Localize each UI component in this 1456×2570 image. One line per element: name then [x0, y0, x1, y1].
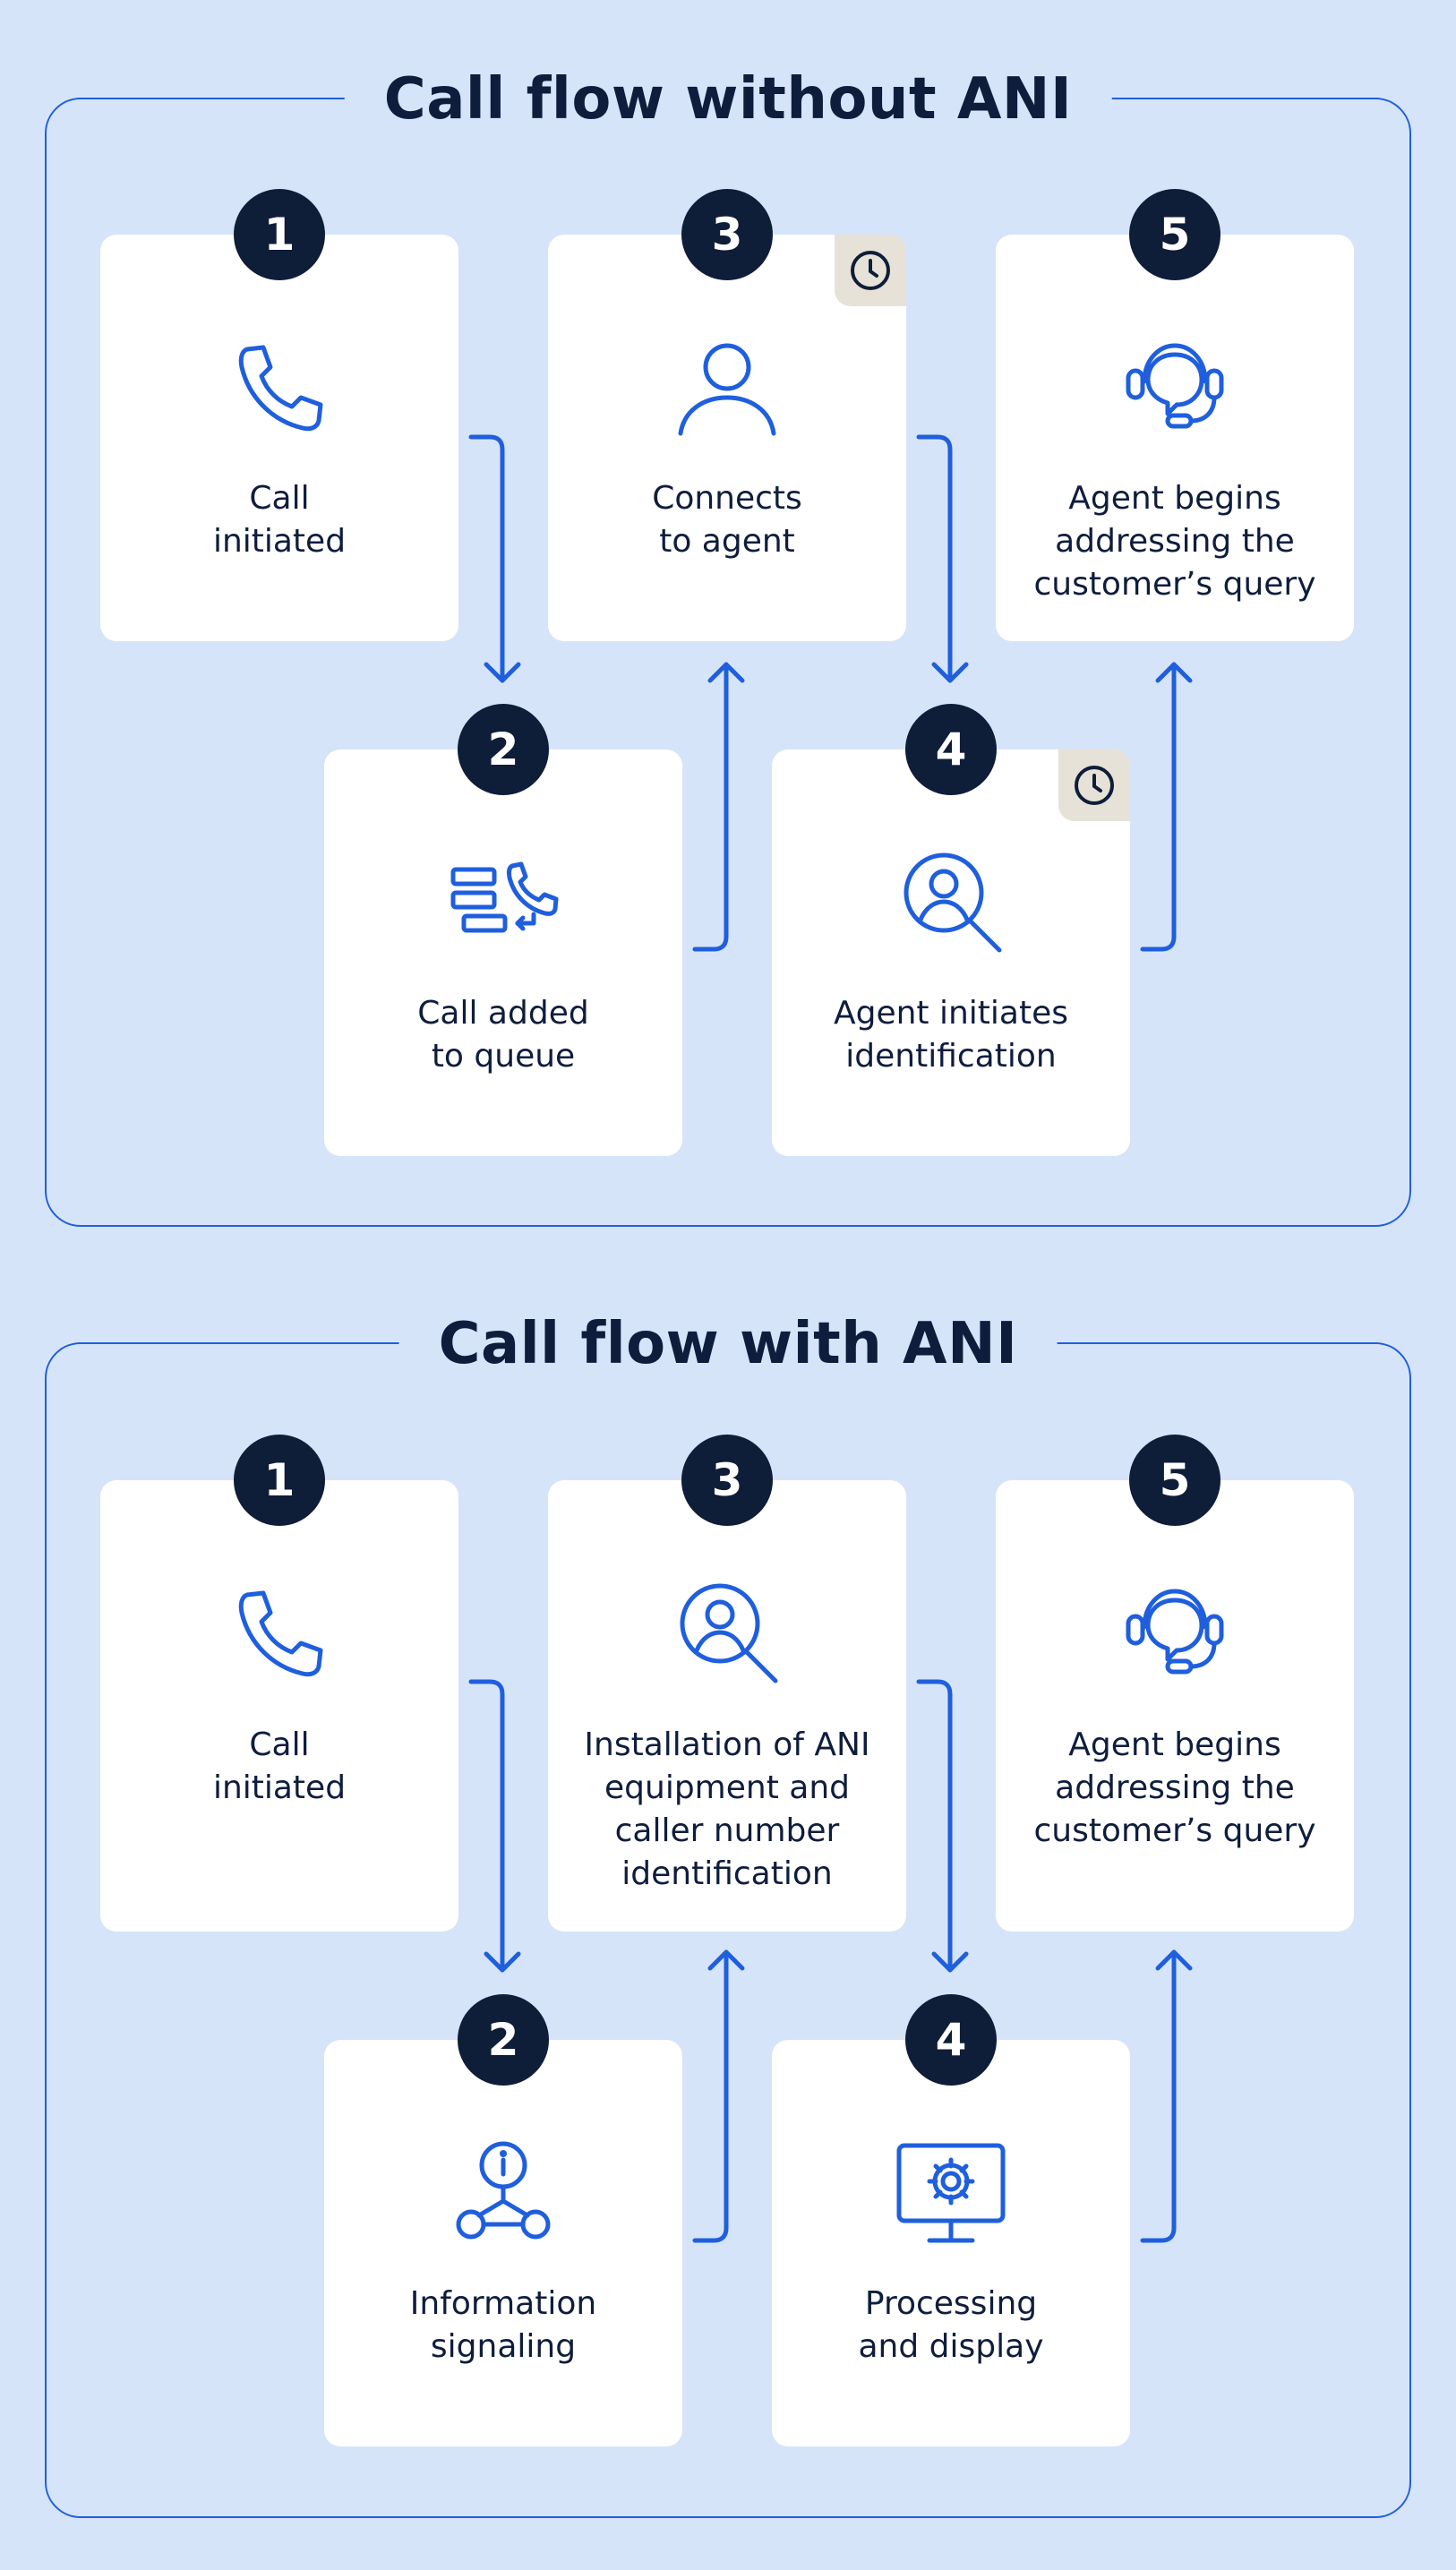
- step-card-2: 2 Information signaling: [324, 1994, 682, 2446]
- step-label: Call initiated: [212, 1726, 347, 1806]
- headset-icon: [1112, 1570, 1238, 1695]
- step-label: Agent begins addressing the customer’s q…: [1033, 1726, 1316, 1849]
- step-number-badge: 1: [234, 1435, 325, 1526]
- phone-icon: [217, 324, 342, 450]
- step-number-badge: 5: [1129, 189, 1220, 280]
- step-card-4: 4 Processing and display: [772, 1994, 1130, 2446]
- section-with-ani: Call flow with ANI 1 Call initiated 2 In…: [45, 1301, 1411, 2518]
- step-card-5: 5 Agent begins addressing the customer’s…: [996, 1435, 1354, 1932]
- clock-icon: [835, 235, 906, 306]
- step-label: Agent initiates identification: [833, 995, 1069, 1075]
- section-without-ani: Call flow without ANI 1 Call initiated 2…: [45, 56, 1411, 1227]
- user-search-icon: [664, 1570, 790, 1695]
- step-number-badge: 4: [905, 704, 997, 795]
- section-title: Call flow with ANI: [398, 1301, 1058, 1387]
- step-label: Processing and display: [858, 2285, 1044, 2365]
- info-network-icon: [441, 2129, 566, 2255]
- step-card-5: 5 Agent begins addressing the customer’s…: [996, 189, 1354, 641]
- user-search-icon: [888, 839, 1014, 964]
- step-label: Connects to agent: [652, 480, 802, 560]
- section-title: Call flow without ANI: [344, 56, 1112, 142]
- monitor-gear-icon: [888, 2129, 1014, 2255]
- step-label: Installation of ANI equipment and caller…: [584, 1726, 870, 1892]
- step-card-1: 1 Call initiated: [100, 189, 458, 641]
- step-label: Information signaling: [409, 2285, 597, 2365]
- step-label: Call added to queue: [417, 995, 589, 1075]
- queue-phone-icon: [441, 839, 566, 964]
- step-card-3: 3 Connects to agent: [548, 189, 906, 641]
- step-number-badge: 2: [458, 704, 549, 795]
- step-card-2: 2 Call added to queue: [324, 704, 682, 1156]
- step-label: Call initiated: [212, 480, 347, 560]
- step-number-badge: 4: [905, 1994, 997, 2086]
- user-icon: [664, 324, 790, 450]
- clock-icon: [1058, 750, 1130, 821]
- step-number-badge: 5: [1129, 1435, 1220, 1526]
- step-card-1: 1 Call initiated: [100, 1435, 458, 1932]
- step-card-3: 3 Installation of ANI equipment and call…: [548, 1435, 906, 1932]
- phone-icon: [217, 1570, 342, 1695]
- step-number-badge: 2: [458, 1994, 549, 2086]
- step-number-badge: 1: [234, 189, 325, 280]
- step-label: Agent begins addressing the customer’s q…: [1033, 480, 1316, 603]
- headset-icon: [1112, 324, 1238, 450]
- step-number-badge: 3: [681, 189, 773, 280]
- step-number-badge: 3: [681, 1435, 773, 1526]
- step-card-4: 4 Agent initiates identification: [772, 704, 1130, 1156]
